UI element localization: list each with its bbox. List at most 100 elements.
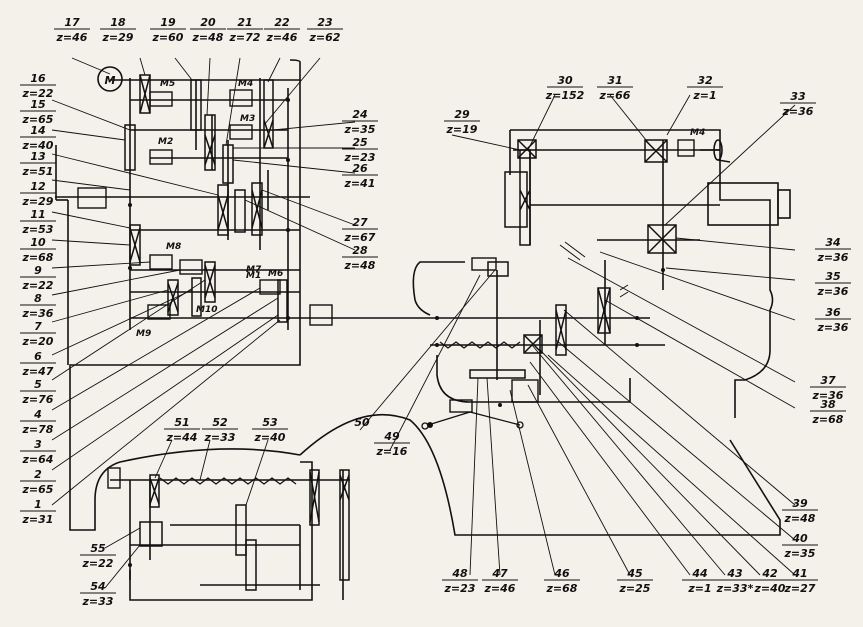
gear-teeth-count: z=68 bbox=[22, 251, 54, 264]
gear-number: 53 bbox=[262, 416, 278, 429]
gear-number: 12 bbox=[30, 180, 46, 193]
clutch bbox=[309, 304, 333, 326]
gear-label-52: 52z=33 bbox=[202, 416, 238, 444]
clutch bbox=[471, 257, 497, 271]
gear-label-32: 32z=1 bbox=[687, 74, 723, 102]
gear-number: 51 bbox=[174, 416, 189, 429]
leader-lines bbox=[51, 57, 796, 589]
gear-number: 43 bbox=[726, 567, 743, 580]
gear-label-40: 40z=35 bbox=[782, 532, 818, 560]
gear-wheel bbox=[217, 184, 229, 236]
gear-wheel bbox=[245, 539, 257, 591]
gear-teeth-count: z=36 bbox=[817, 321, 849, 334]
gear-label-39: 39 z=48 bbox=[782, 497, 818, 525]
clutch bbox=[147, 304, 171, 320]
gear-label-11: 11z=53 bbox=[20, 208, 56, 236]
gear-number: 15 bbox=[30, 98, 46, 111]
gear-number: 26 bbox=[352, 162, 368, 175]
gear-label-18: 18 z=29 bbox=[100, 16, 136, 44]
motor-clutch-label: M6 bbox=[268, 269, 283, 279]
gear-label-22: 22 z=46 bbox=[264, 16, 300, 44]
motor-clutch-label: M9 bbox=[136, 329, 151, 339]
gear-wheel bbox=[190, 79, 202, 131]
gear-teeth-count: z=65 bbox=[22, 113, 54, 126]
gear-teeth-count: z=51 bbox=[22, 165, 54, 178]
gear-teeth-count: z=48 bbox=[192, 31, 224, 44]
gear-teeth-count: z=23 bbox=[444, 582, 476, 595]
gear-teeth-count: z=64 bbox=[22, 453, 54, 466]
gear-wheels bbox=[124, 74, 677, 591]
gear-number: 7 bbox=[34, 320, 42, 333]
gear-teeth-count: z=36 bbox=[22, 307, 54, 320]
gear-number: 39 bbox=[792, 497, 808, 510]
gear-number: 38 bbox=[820, 398, 836, 411]
gear-wheel bbox=[204, 114, 216, 171]
clutch bbox=[677, 139, 695, 157]
gear-wheel bbox=[487, 261, 509, 277]
gear-number: 18 bbox=[110, 16, 126, 29]
gear-teeth-count: z=44 bbox=[166, 431, 198, 444]
gear-label-41: 41z=27 bbox=[782, 567, 818, 595]
gear-teeth-count: z=41 bbox=[344, 177, 376, 190]
gear-teeth-count: z=65 bbox=[22, 483, 54, 496]
gear-label-16: 16 z=22 bbox=[20, 72, 56, 100]
gear-teeth-count: z=46 bbox=[266, 31, 298, 44]
gear-wheel bbox=[519, 149, 531, 246]
gear-label-19: 19z=60 bbox=[150, 16, 186, 44]
gear-teeth-count: z=48 bbox=[784, 512, 816, 525]
gear-number: 16 bbox=[30, 72, 46, 85]
gear-wheel bbox=[124, 124, 136, 171]
gear-teeth-count: z=22 bbox=[22, 87, 54, 100]
gear-number: 37 bbox=[820, 374, 836, 387]
gear-teeth-count: z=152 bbox=[545, 89, 585, 102]
clutch bbox=[77, 187, 107, 209]
gear-number: 1 bbox=[34, 498, 42, 511]
gear-label-33: 33z=36 bbox=[780, 90, 816, 118]
gear-label-49: 49z=16 bbox=[374, 430, 410, 458]
gear-teeth-count: z=29 bbox=[102, 31, 134, 44]
gear-label-23: 23z=62 bbox=[307, 16, 343, 44]
gear-number: 2 bbox=[34, 468, 42, 481]
gear-number: 10 bbox=[30, 236, 46, 249]
gear-number: 48 bbox=[451, 567, 468, 580]
electric-motor: M bbox=[97, 66, 123, 92]
gear-number: 4 bbox=[33, 408, 42, 421]
clutch bbox=[107, 467, 121, 489]
base-outline bbox=[94, 448, 301, 501]
column-outline bbox=[412, 261, 465, 301]
gear-number: 20 bbox=[200, 16, 216, 29]
gear-teeth-count: z=33 bbox=[82, 595, 114, 608]
motor-clutch-label: M8 bbox=[166, 242, 181, 252]
gear-number: 30 bbox=[557, 74, 573, 87]
gear-label-36: 36z=36 bbox=[815, 306, 851, 334]
gear-label-17: 17z=46 bbox=[54, 16, 90, 44]
clutches bbox=[77, 89, 695, 489]
gear-teeth-count: z=29 bbox=[22, 195, 54, 208]
motor-clutch-label: M4 bbox=[238, 79, 253, 89]
gear-teeth-count: z=67 bbox=[344, 231, 376, 244]
gear-label-44: 44z=1 bbox=[682, 567, 718, 595]
gear-number: 32 bbox=[697, 74, 713, 87]
gear-labels: 1z=312z=653z=644z=785z=766z=477z=208z=36… bbox=[20, 16, 851, 608]
motor-clutch-label: M3 bbox=[240, 114, 255, 124]
gear-number: 54 bbox=[90, 580, 105, 593]
gear-number: 33 bbox=[790, 90, 806, 103]
hatching bbox=[559, 241, 629, 298]
gear-label-38: 38z=68 bbox=[810, 398, 846, 426]
gear-teeth-count: z=33 bbox=[204, 431, 236, 444]
gear-wheel bbox=[234, 189, 246, 233]
gear-label-30: 30 z=152 bbox=[545, 74, 585, 102]
gear-number: 19 bbox=[160, 16, 176, 29]
gear-number: 40 bbox=[791, 532, 808, 545]
gear-teeth-count: z=33* bbox=[716, 582, 754, 595]
gear-number: 13 bbox=[30, 150, 46, 163]
gear-teeth-count: z=46 bbox=[484, 582, 516, 595]
gear-wheel bbox=[277, 279, 288, 323]
gear-teeth-count: z=31 bbox=[22, 513, 54, 526]
clutch bbox=[511, 379, 539, 403]
gear-teeth-count: z=20 bbox=[22, 335, 54, 348]
gear-number: 25 bbox=[352, 136, 368, 149]
gear-teeth-count: z=72 bbox=[229, 31, 261, 44]
gear-number: 22 bbox=[274, 16, 290, 29]
